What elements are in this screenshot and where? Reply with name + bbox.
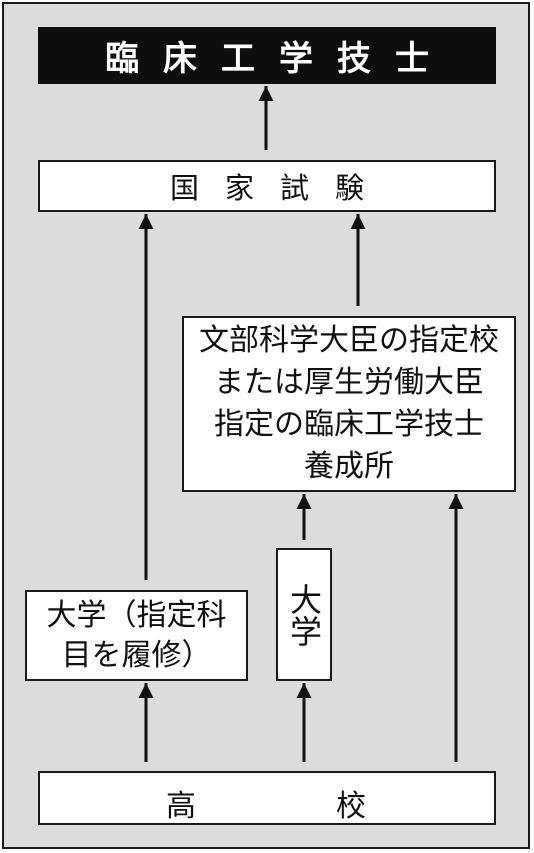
university-designated-line-2: 目を履修）: [61, 637, 212, 673]
university-label: 大学: [285, 582, 323, 647]
university-designated-line-1: 大学（指定科: [46, 597, 227, 633]
national-exam-label: 国家試験: [169, 171, 390, 205]
high-school-box: 高 校: [38, 771, 496, 825]
university-box: 大学: [276, 548, 332, 681]
training-school-line-4: 養成所: [304, 449, 394, 484]
title-box: 臨床工学技士: [38, 27, 496, 84]
university-designated-box: 大学（指定科 目を履修）: [25, 590, 248, 681]
training-school-box: 文部科学大臣の指定校 または厚生労働大臣 指定の臨床工学技士 養成所: [182, 316, 516, 492]
training-school-line-2: または厚生労働大臣: [214, 365, 484, 400]
national-exam-box: 国家試験: [38, 160, 496, 212]
high-school-char-1: 高: [166, 789, 196, 824]
training-school-line-3: 指定の臨床工学技士: [214, 407, 484, 442]
title-label: 臨床工学技士: [105, 39, 453, 79]
high-school-char-2: 校: [336, 789, 366, 824]
training-school-line-1: 文部科学大臣の指定校: [199, 323, 499, 358]
